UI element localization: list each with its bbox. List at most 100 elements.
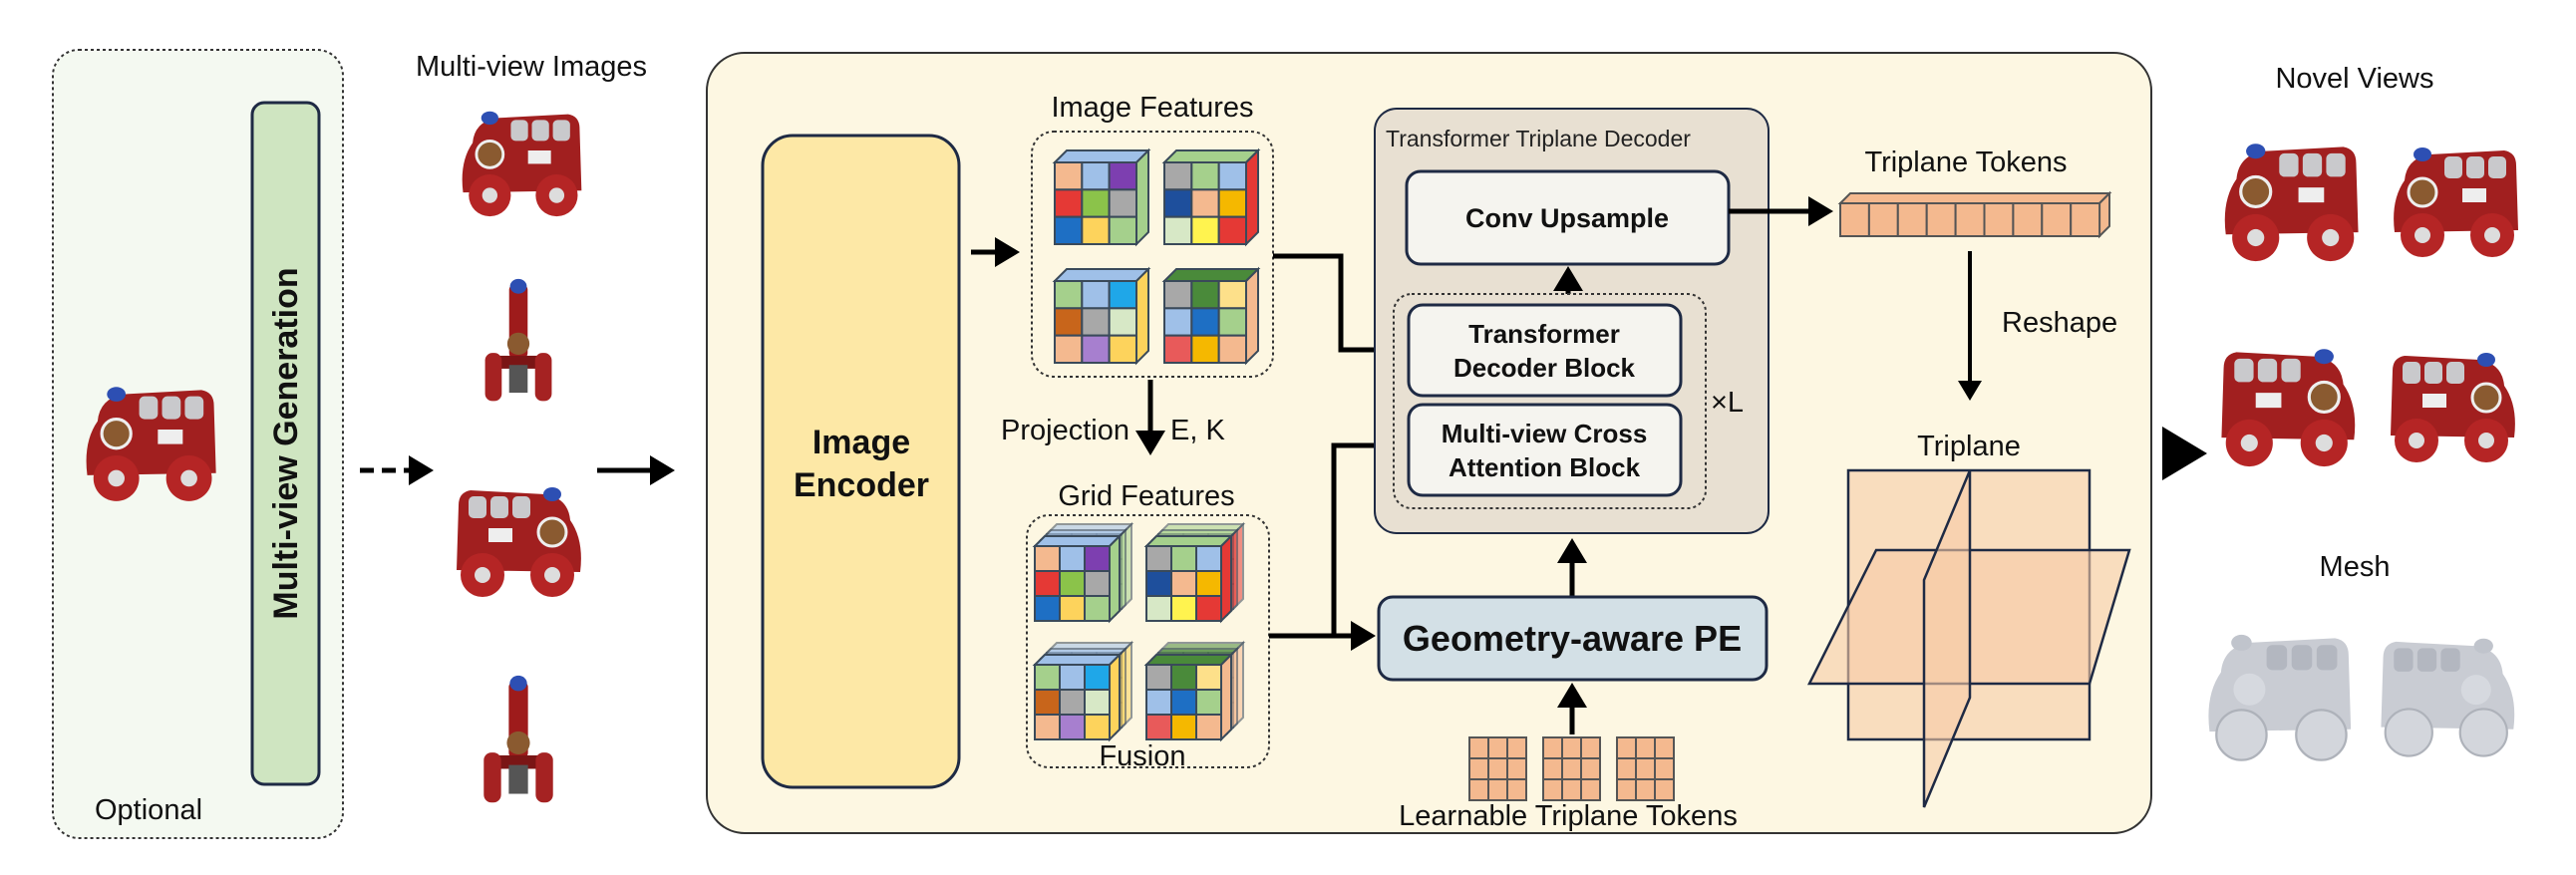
cube-top-face [1161, 268, 1261, 282]
image-features-title: Image Features [1051, 92, 1253, 124]
cube-cell [1170, 545, 1197, 572]
token-cell [1542, 757, 1563, 780]
cube-cell [1170, 595, 1197, 622]
cube-side-face [1109, 533, 1121, 624]
cube-cell [1054, 307, 1084, 337]
conv-upsample-label: Conv Upsample [1465, 203, 1669, 233]
cube-cell [1054, 188, 1084, 218]
cube-cell [1217, 280, 1247, 310]
cube-cell [1081, 188, 1111, 218]
cube-cell [1190, 280, 1220, 310]
token-cell [1468, 736, 1489, 759]
cube-cell [1170, 689, 1197, 716]
token-cell [1654, 778, 1675, 801]
image-features-box [1031, 131, 1274, 378]
token-cell [1580, 736, 1601, 759]
triplane-token [2012, 202, 2044, 237]
token-cell [1635, 736, 1656, 759]
image-feature-cubes [1052, 147, 1261, 366]
cube-cell [1081, 334, 1111, 364]
cube-top-face [1161, 149, 1261, 163]
cube-cell [1195, 664, 1222, 691]
decoder-title: Transformer Triplane Decoder [1386, 126, 1691, 151]
novel-view-4 [2389, 351, 2517, 464]
triplane-token [1839, 202, 1870, 237]
image-features-to-decoder-arrow [1273, 253, 1404, 365]
image-encoder-box [761, 134, 961, 789]
multiview-generation-label: Multi-view Generation [267, 267, 305, 619]
novel-view-3 [2219, 347, 2358, 468]
cross-attention-block [1407, 403, 1683, 497]
cube-top-face [1143, 535, 1234, 547]
multiview-image-2 [484, 278, 552, 402]
cube-cell [1108, 307, 1137, 337]
transformer-decoder-block [1407, 303, 1683, 398]
image-encoder-label-2: Encoder [794, 466, 929, 504]
cube-cell [1108, 215, 1137, 246]
mesh-view-1 [2207, 633, 2353, 762]
cube-cell [1217, 334, 1247, 364]
grid-feature-cube [1032, 640, 1134, 742]
cube-cell [1081, 215, 1111, 246]
geometry-aware-pe-label: Geometry-aware PE [1403, 618, 1742, 659]
token-cell [1487, 778, 1508, 801]
token-cell [1506, 778, 1527, 801]
cube-cell [1108, 188, 1137, 218]
triplane-token [1867, 202, 1899, 237]
cube-cell [1034, 714, 1061, 740]
cube-cell [1054, 215, 1084, 246]
learnable-tokens-label: Learnable Triplane Tokens [1399, 800, 1738, 832]
triplane-token [1983, 202, 2015, 237]
token-cell [1561, 778, 1582, 801]
grid-feature-cube [1032, 521, 1134, 624]
cube-cell [1108, 334, 1137, 364]
cube-cell [1145, 570, 1172, 597]
cube-cell [1059, 714, 1086, 740]
cube-cell [1163, 161, 1193, 191]
mesh-view-2 [2380, 637, 2516, 757]
image-feature-cube [1161, 266, 1261, 366]
cube-side-face [1109, 652, 1121, 742]
token-cell [1561, 736, 1582, 759]
cube-cell [1084, 714, 1111, 740]
grid-feature-cubes [1032, 521, 1246, 742]
fusion-label: Fusion [1099, 740, 1185, 772]
cube-cell [1084, 570, 1111, 597]
decoder-block-label-1: Transformer [1468, 319, 1620, 349]
cube-cell [1195, 595, 1222, 622]
cube-top-face [1143, 654, 1234, 666]
cube-cell [1054, 334, 1084, 364]
cube-side-face [1135, 147, 1149, 247]
multiview-image-3 [455, 485, 583, 599]
token-cell [1616, 778, 1637, 801]
triplane-token [2041, 202, 2073, 237]
cube-cell [1163, 280, 1193, 310]
cube-cell [1034, 595, 1061, 622]
cube-cell [1108, 161, 1137, 191]
triplane-token [2070, 202, 2101, 237]
projection-label: Projection [1001, 415, 1129, 446]
learnable-token-grids [1468, 736, 1675, 801]
cube-cell [1034, 689, 1061, 716]
cube-cell [1217, 215, 1247, 246]
token-cell [1487, 736, 1508, 759]
cube-side-face [1220, 652, 1232, 742]
grid-feature-cube [1143, 521, 1246, 624]
cube-cell [1217, 161, 1247, 191]
cube-cell [1084, 664, 1111, 691]
token-strip-top [1837, 192, 2112, 204]
cube-cell [1170, 714, 1197, 740]
learnable-token-grid [1616, 736, 1675, 801]
cube-cell [1084, 545, 1111, 572]
cube-cell [1190, 215, 1220, 246]
cube-cell [1170, 570, 1197, 597]
cube-cell [1108, 280, 1137, 310]
learnable-token-grid [1468, 736, 1527, 801]
cube-cell [1084, 689, 1111, 716]
cube-cell [1059, 689, 1086, 716]
token-cell [1654, 757, 1675, 780]
token-cell [1580, 757, 1601, 780]
cube-cell [1163, 334, 1193, 364]
cube-cell [1034, 664, 1061, 691]
cube-cell [1190, 307, 1220, 337]
